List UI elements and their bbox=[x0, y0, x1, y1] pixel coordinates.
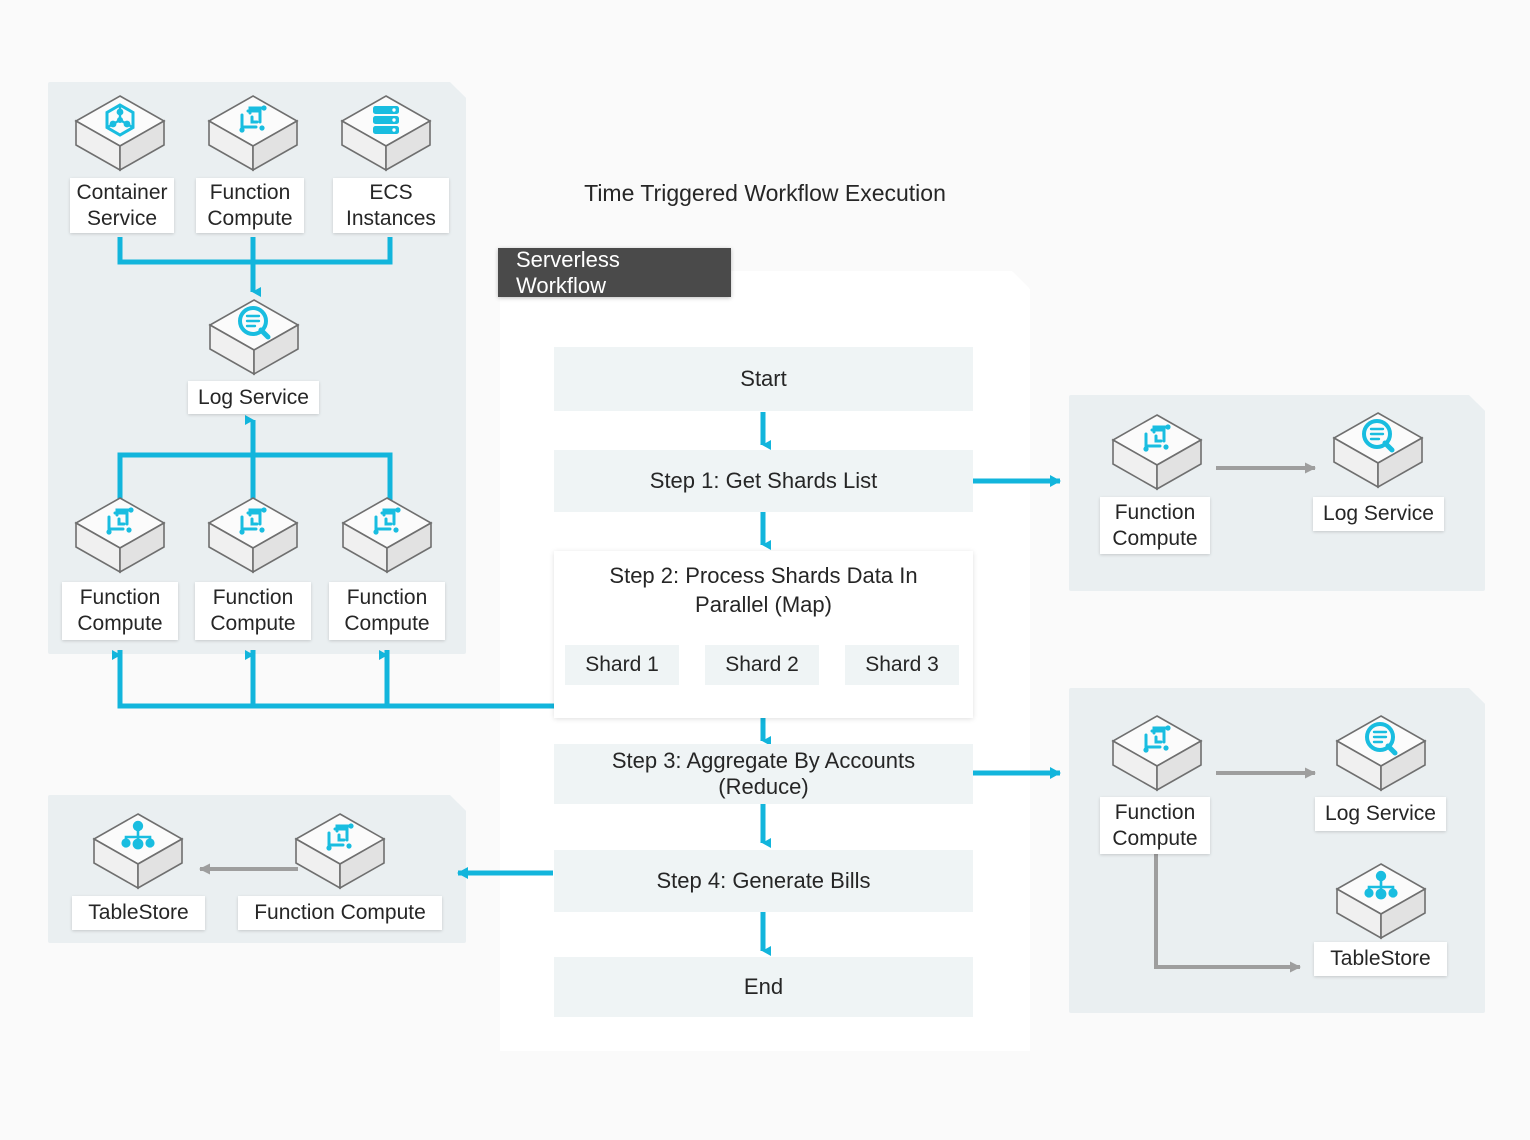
worker-label-function-compute: Function Compute bbox=[62, 582, 178, 640]
source-label-ecs-instances: ECS Instances bbox=[333, 178, 449, 233]
container-service-icon bbox=[72, 92, 168, 176]
function-compute-icon bbox=[1109, 712, 1205, 796]
workflow-shard-1[interactable]: Shard 1 bbox=[565, 645, 679, 685]
bills-function-compute-label: Function Compute bbox=[238, 896, 442, 930]
map-log-service-label: Log Service bbox=[1313, 497, 1444, 531]
worker-label-function-compute: Function Compute bbox=[195, 582, 311, 640]
reduce-log-service-label: Log Service bbox=[1315, 797, 1446, 831]
source-label-function-compute: Function Compute bbox=[196, 178, 304, 233]
function-compute-icon bbox=[205, 494, 301, 578]
workflow-step-2-title: Step 2: Process Shards Data In Parallel … bbox=[609, 563, 918, 617]
log-service-icon bbox=[206, 296, 302, 380]
function-compute-icon bbox=[292, 810, 388, 894]
workflow-step-3[interactable]: Step 3: Aggregate By Accounts (Reduce) bbox=[554, 744, 973, 804]
source-label-container-service: Container Service bbox=[70, 178, 174, 233]
worker-label-function-compute: Function Compute bbox=[329, 582, 445, 640]
function-compute-icon bbox=[339, 494, 435, 578]
workflow-step-end[interactable]: End bbox=[554, 957, 973, 1017]
serverless-workflow-tag: Serverless Workflow bbox=[498, 247, 731, 298]
function-compute-icon bbox=[1109, 411, 1205, 495]
ecs-instances-icon bbox=[338, 92, 434, 176]
workflow-step-1[interactable]: Step 1: Get Shards List bbox=[554, 450, 973, 512]
bills-tablestore-label: TableStore bbox=[72, 896, 205, 930]
reduce-function-compute-label: Function Compute bbox=[1100, 797, 1210, 854]
workflow-step-2-map-container: Step 2: Process Shards Data In Parallel … bbox=[554, 551, 973, 718]
reduce-tablestore-label: TableStore bbox=[1314, 942, 1447, 976]
log-service-label: Log Service bbox=[188, 381, 319, 414]
log-service-icon bbox=[1330, 409, 1426, 493]
log-service-icon bbox=[1333, 712, 1429, 796]
tablestore-icon bbox=[1333, 860, 1429, 944]
page-title: Time Triggered Workflow Execution bbox=[584, 180, 946, 206]
workflow-shard-3[interactable]: Shard 3 bbox=[845, 645, 959, 685]
function-compute-icon bbox=[72, 494, 168, 578]
workflow-step-start[interactable]: Start bbox=[554, 347, 973, 411]
map-function-compute-label: Function Compute bbox=[1100, 497, 1210, 554]
tablestore-icon bbox=[90, 810, 186, 894]
workflow-shard-2[interactable]: Shard 2 bbox=[705, 645, 819, 685]
function-compute-icon bbox=[205, 92, 301, 176]
workflow-step-4[interactable]: Step 4: Generate Bills bbox=[554, 850, 973, 912]
